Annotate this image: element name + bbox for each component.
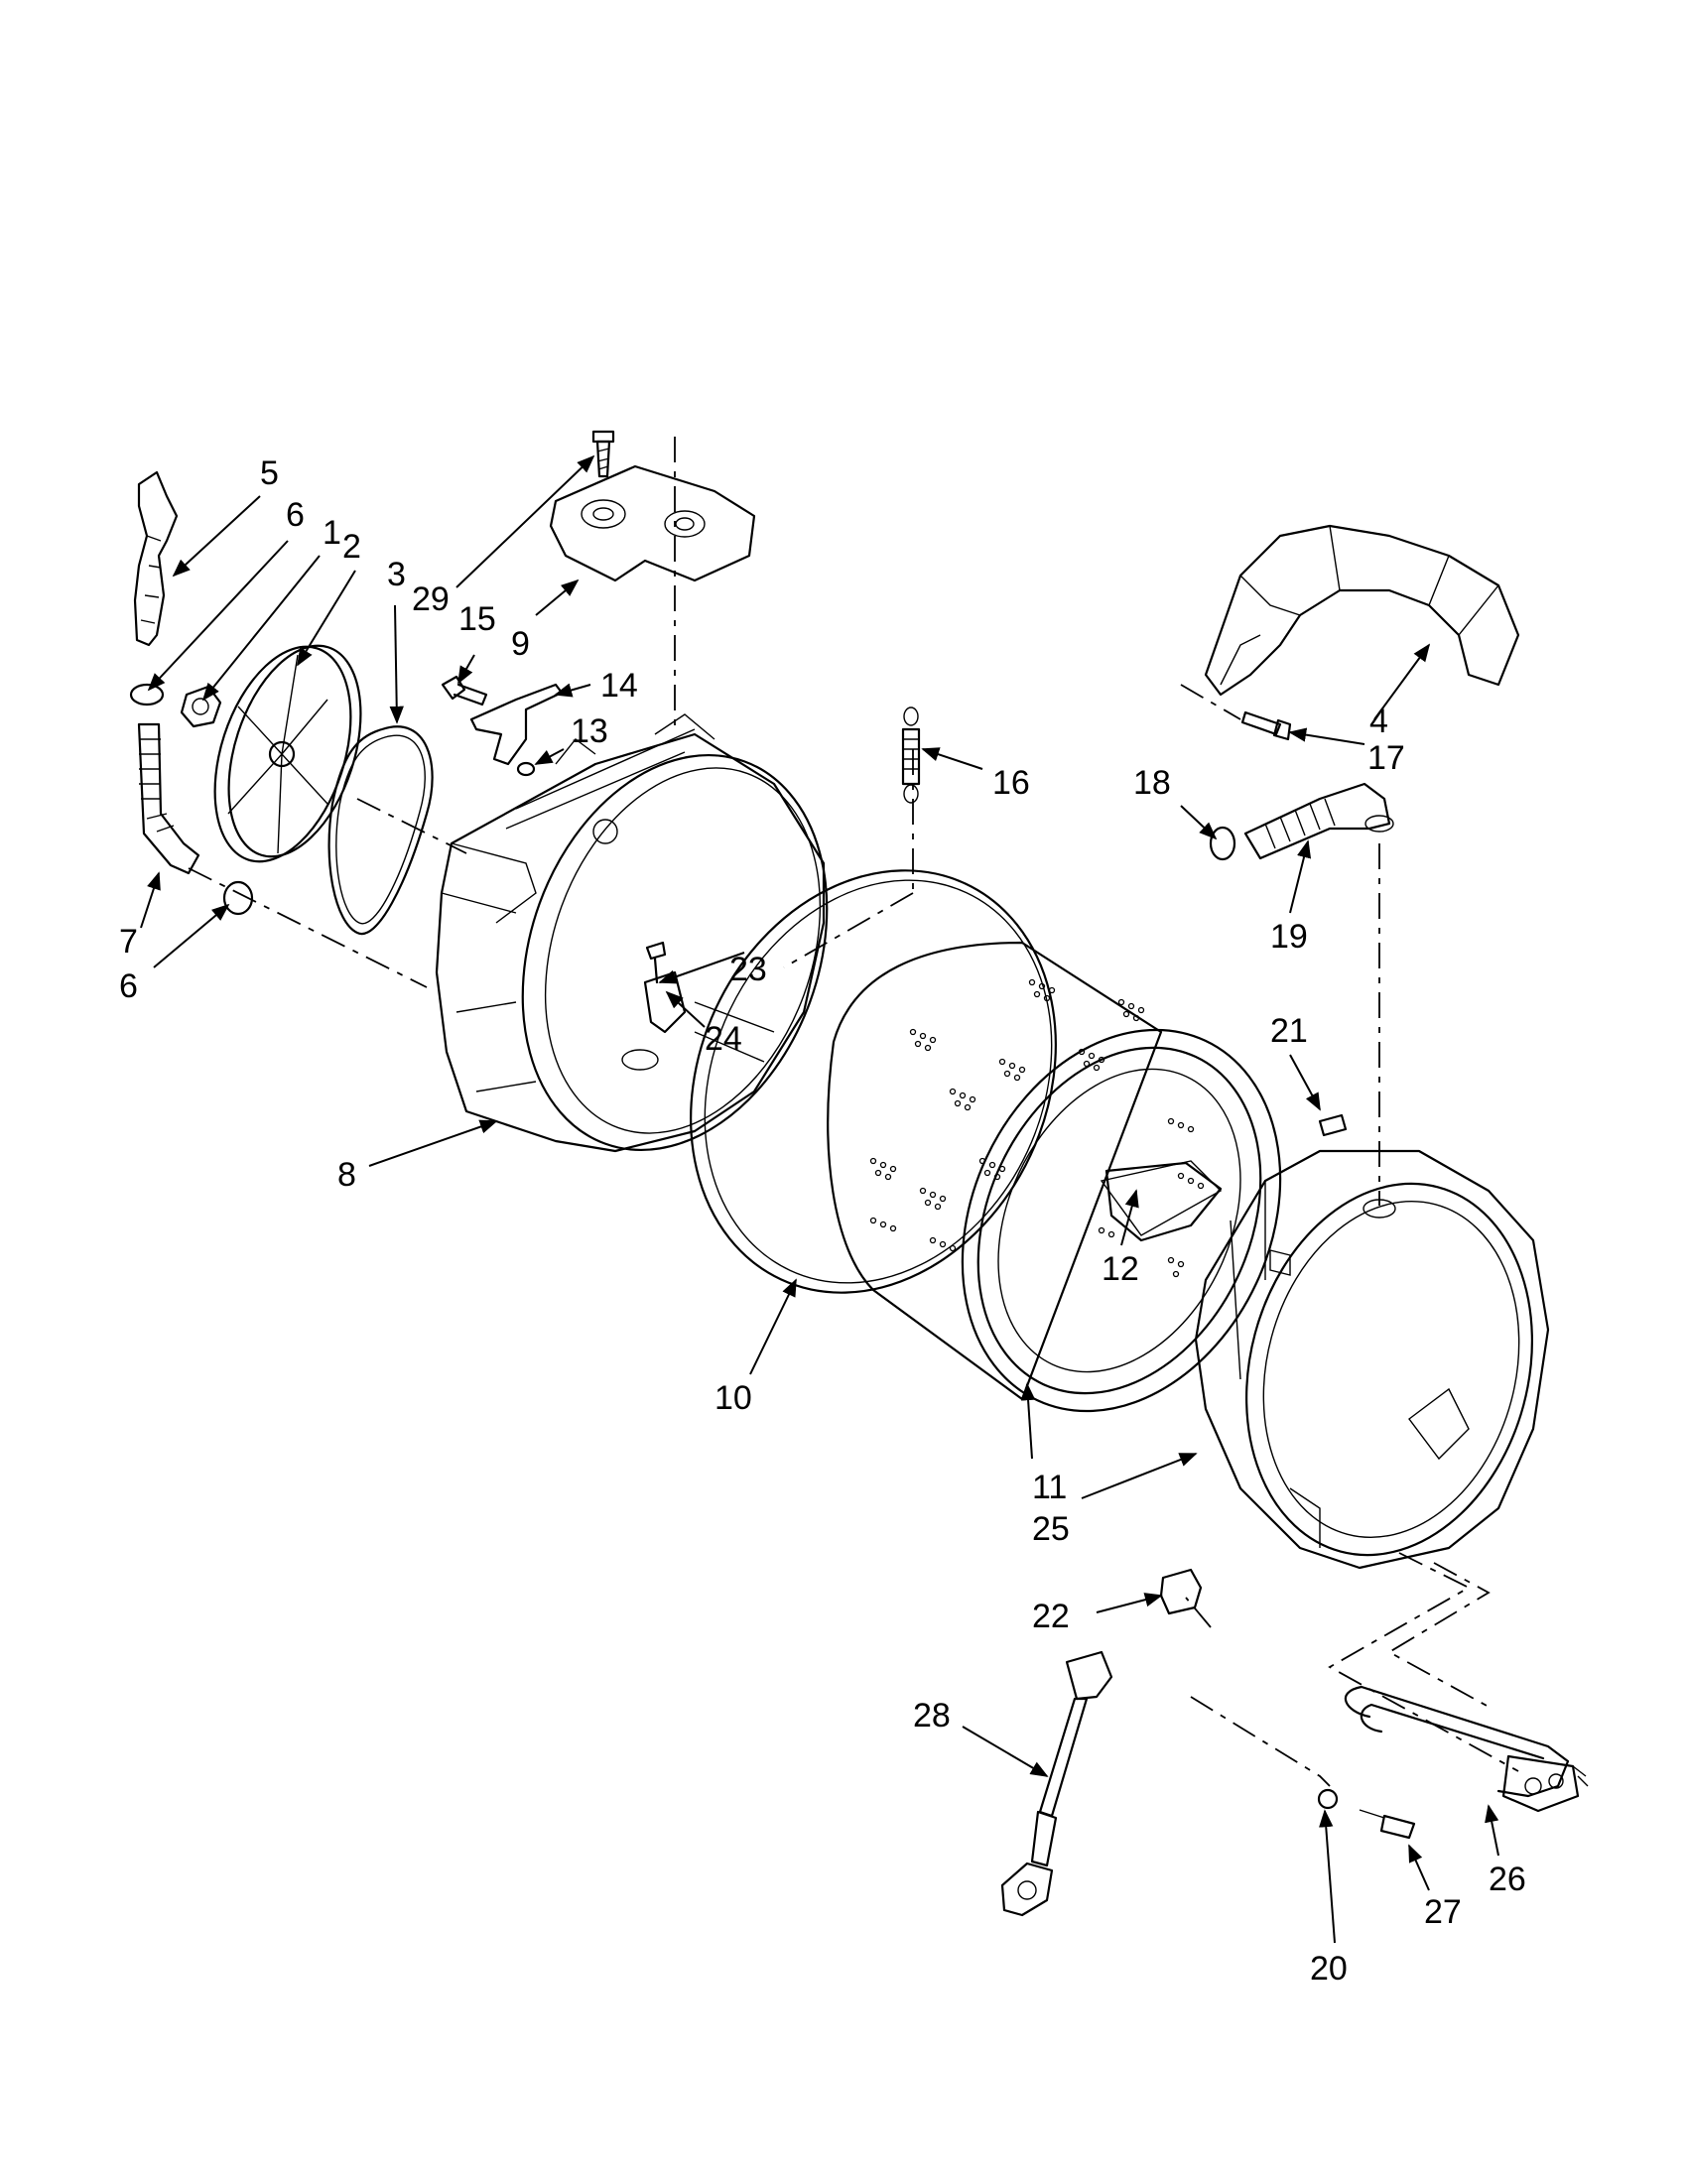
part-20-grommet — [1317, 1788, 1339, 1810]
callout-1: 1 — [323, 514, 341, 552]
part-2-pulley — [213, 644, 362, 863]
part-5-inlet-hose — [133, 470, 179, 647]
callout-11: 11 — [1032, 1469, 1067, 1506]
part-8-rear-tub — [435, 713, 829, 1153]
callout-15: 15 — [458, 600, 496, 638]
callout-24: 24 — [705, 1020, 742, 1058]
callout-29: 29 — [412, 580, 450, 618]
part-21-clip — [1318, 1113, 1348, 1137]
callout-17: 17 — [1367, 739, 1405, 777]
callout-labels: 5 6 1 2 3 29 15 9 14 13 16 18 4 17 19 7 … — [119, 454, 1526, 1988]
callout-25: 25 — [1032, 1510, 1070, 1548]
callout-14: 14 — [600, 667, 638, 705]
callout-26: 26 — [1489, 1861, 1526, 1898]
callout-28: 28 — [913, 1697, 951, 1734]
part-14-bracket — [469, 683, 564, 766]
callout-6-upper: 6 — [286, 496, 305, 534]
callout-19: 19 — [1270, 918, 1308, 956]
part-16-spring — [901, 707, 921, 804]
callout-16: 16 — [992, 764, 1030, 802]
callout-12: 12 — [1102, 1250, 1139, 1288]
part-17-screw — [1240, 710, 1292, 741]
callout-13: 13 — [571, 712, 608, 750]
callout-23: 23 — [729, 951, 767, 988]
part-25-front-tub — [1194, 1149, 1550, 1570]
callout-9: 9 — [511, 625, 530, 663]
callout-2: 2 — [342, 528, 361, 566]
part-3-belt — [327, 725, 434, 936]
part-11-drum — [827, 941, 1282, 1413]
callout-27: 27 — [1424, 1893, 1462, 1931]
part-6-clamp-lower — [222, 880, 254, 916]
callout-6-lower: 6 — [119, 967, 138, 1005]
part-22-plate — [1159, 1568, 1203, 1615]
assembly-lines — [188, 437, 1519, 1787]
part-29-screw — [591, 430, 615, 478]
part-9-counterweight — [549, 464, 756, 582]
callout-7: 7 — [119, 923, 138, 961]
part-12-baffle — [1104, 1161, 1223, 1242]
part-10-seal-ring — [690, 869, 1057, 1294]
part-1-nut — [180, 685, 222, 728]
part-13-clip — [516, 761, 536, 777]
part-4-shield — [1204, 524, 1520, 697]
part-28-shock-absorber — [1000, 1650, 1113, 1917]
callout-20: 20 — [1310, 1950, 1348, 1988]
callout-5: 5 — [260, 454, 279, 492]
callout-18: 18 — [1133, 764, 1171, 802]
drum-perforations — [869, 978, 1205, 1278]
callout-10: 10 — [714, 1379, 752, 1417]
part-6-clamp-upper — [129, 683, 165, 707]
part-26-heater — [1344, 1685, 1589, 1813]
callout-22: 22 — [1032, 1598, 1070, 1635]
part-18-clamp — [1209, 826, 1236, 861]
part-7-drain-hose — [137, 722, 200, 875]
part-27-sensor — [1359, 1809, 1416, 1840]
callout-21: 21 — [1270, 1012, 1308, 1050]
callout-3: 3 — [387, 556, 406, 593]
leader-arrows — [140, 454, 1499, 1944]
part-15-screw — [441, 675, 488, 707]
callout-8: 8 — [337, 1156, 356, 1194]
callout-4: 4 — [1369, 703, 1388, 740]
part-19-bellows-hose — [1243, 782, 1394, 860]
